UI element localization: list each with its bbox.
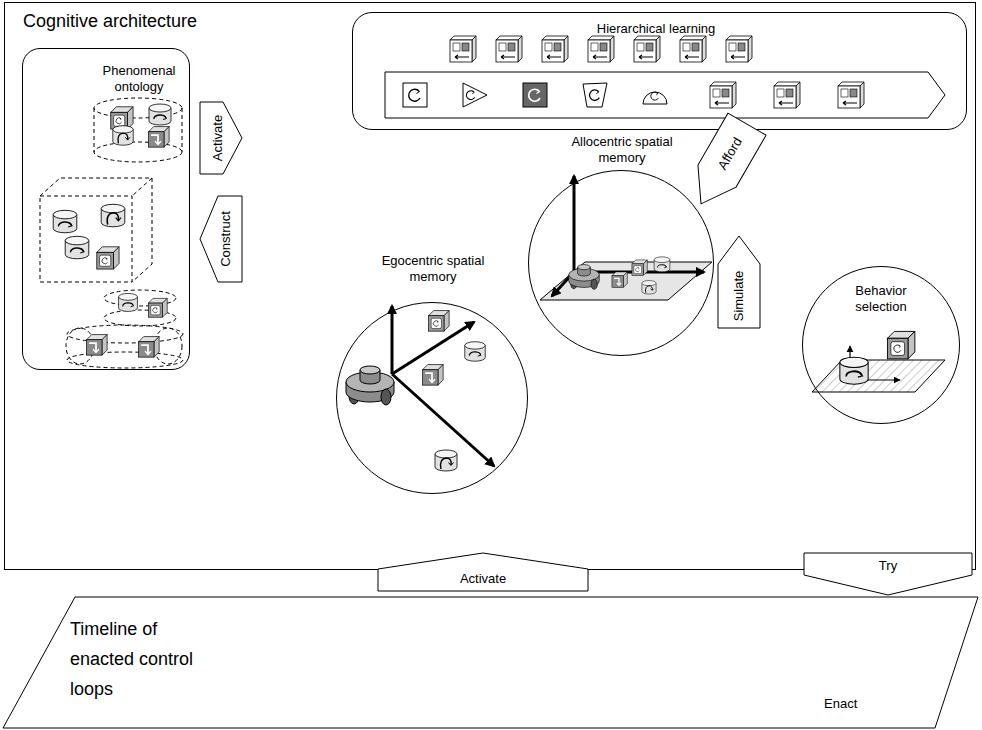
learning-sequence-part xyxy=(450,36,476,62)
allocentric-frame-part xyxy=(573,176,576,272)
learning-sequence-part xyxy=(726,36,752,62)
ontology-icons xyxy=(53,104,171,357)
panel-title: Phenomenal ontology xyxy=(93,63,185,94)
circle-title: Allocentric spatial memory xyxy=(561,134,683,165)
flow-arrow: Afford xyxy=(682,113,766,215)
ontology-icons-part xyxy=(97,247,119,269)
learning-sequence-part xyxy=(710,82,736,108)
egocentric-frame-part xyxy=(346,366,394,405)
allocentric-frame-part xyxy=(654,257,670,272)
ontology-figures-part xyxy=(182,108,183,152)
shape-outline-path xyxy=(200,196,242,282)
flow-arrow: Activate xyxy=(378,553,588,591)
ontology-figures xyxy=(40,98,183,368)
shape-outline-path xyxy=(200,102,242,174)
ontology-figures-part xyxy=(40,196,132,282)
ontology-figures-part xyxy=(67,325,183,343)
arrow-label: Try xyxy=(879,558,897,574)
step-label: Enact xyxy=(824,696,857,712)
learning-sequence-part xyxy=(496,36,522,62)
arrow-label: Simulate xyxy=(731,271,747,322)
ontology-figures-part xyxy=(40,178,152,282)
behavior-plane-part xyxy=(887,331,914,358)
flow-arrow: Try xyxy=(804,553,972,595)
egocentric-frame-part xyxy=(465,342,485,362)
ontology-icons-part xyxy=(53,210,77,232)
circle-title: Egocentric spatial memory xyxy=(373,253,493,284)
ontology-icons-part xyxy=(113,126,133,145)
behavior-plane xyxy=(812,331,945,392)
allocentric-frame-part xyxy=(540,262,712,300)
flow-arrow: Activate xyxy=(200,102,242,174)
shape-outline-path xyxy=(378,553,588,591)
learning-sequence-part xyxy=(774,82,800,108)
learning-sequence-part xyxy=(634,36,660,62)
behavior-plane-part xyxy=(812,360,945,392)
shape-outline-path xyxy=(682,113,766,215)
allocentric-frame xyxy=(540,176,712,300)
ontology-figures-part xyxy=(94,142,182,162)
ontology-icons-part xyxy=(149,127,170,148)
learning-sequence-part xyxy=(463,83,487,107)
ontology-icons-part xyxy=(139,337,160,358)
learning-sequence-part xyxy=(680,36,706,62)
shape-outline-path xyxy=(804,553,972,595)
shape-outline-path xyxy=(3,597,978,728)
ontology-panel: Phenomenal ontology xyxy=(22,48,190,370)
panel-title: Hierarchical learning xyxy=(353,21,959,37)
learning-sequence-part xyxy=(403,83,427,107)
egocentric-frame-part xyxy=(429,311,450,332)
learning-sequence-part xyxy=(583,83,607,107)
arrow-label: Activate xyxy=(210,115,226,161)
learning-sequence-part xyxy=(385,72,945,118)
flow-arrow: Construct xyxy=(200,196,242,282)
flow-arrow: Simulate xyxy=(718,236,760,328)
memory-circle: Egocentric spatial memory xyxy=(336,302,528,494)
ontology-figures-part xyxy=(94,108,95,152)
behavior-plane-part xyxy=(840,357,868,384)
timeline-title: Timeline of enacted control loops xyxy=(70,614,194,704)
learning-panel: Hierarchical learning xyxy=(352,12,967,130)
ontology-icons-part xyxy=(149,104,171,125)
ontology-figures-part xyxy=(67,352,183,368)
learning-sequence xyxy=(385,36,945,118)
ontology-icons-part xyxy=(148,298,167,317)
egocentric-frame xyxy=(346,306,494,471)
learning-sequence-part xyxy=(523,83,547,107)
allocentric-frame-part xyxy=(569,265,600,290)
circle-title: Behavior selection xyxy=(831,283,931,314)
shape-outline-path xyxy=(718,236,760,328)
learning-sequence-part xyxy=(588,36,614,62)
architecture-frame: Cognitive architecturePhenomenal ontolog… xyxy=(4,2,976,570)
egocentric-frame-part xyxy=(391,306,394,374)
ontology-icons-part xyxy=(87,335,108,356)
selection-circle: Behavior selection xyxy=(802,266,960,424)
ontology-icons-part xyxy=(119,293,138,311)
allocentric-frame-part xyxy=(612,272,627,287)
learning-sequence-part xyxy=(838,82,864,108)
arrow-label: Activate xyxy=(460,571,506,587)
arrow-label: Construct xyxy=(218,211,234,267)
frame-title: Cognitive architecture xyxy=(23,11,323,33)
learning-sequence-part xyxy=(643,92,667,104)
egocentric-frame-part xyxy=(435,450,457,471)
allocentric-frame-part xyxy=(642,281,656,295)
ontology-icons-part xyxy=(101,204,125,226)
egocentric-frame-part xyxy=(423,365,444,386)
memory-circle: Allocentric spatial memory xyxy=(528,170,714,356)
allocentric-frame-part xyxy=(632,260,647,275)
learning-sequence-part xyxy=(542,36,568,62)
ontology-icons-part xyxy=(65,236,89,258)
